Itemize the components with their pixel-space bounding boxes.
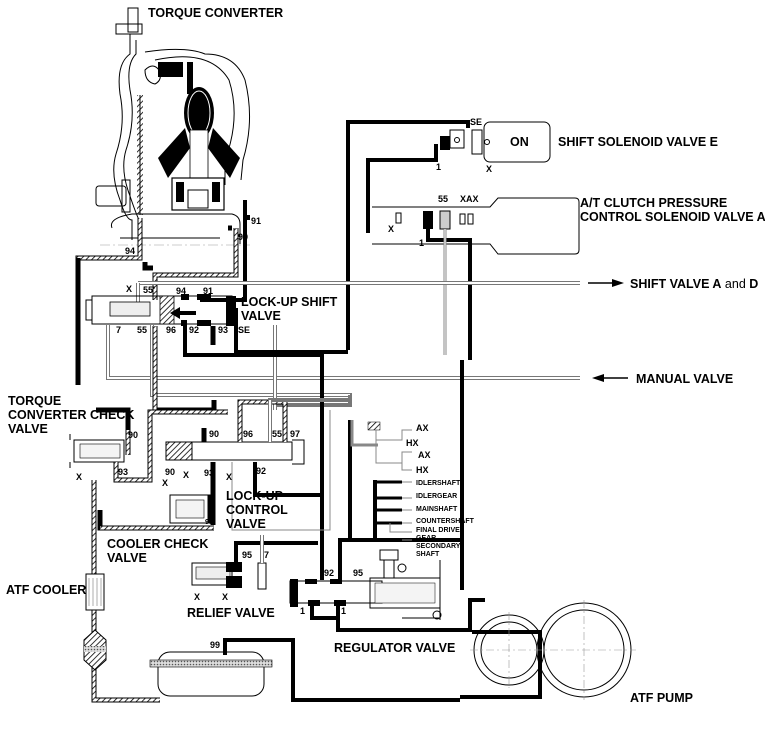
port-1-sol2: 1: [419, 238, 424, 248]
cooler-check-valve-label-2: VALVE: [107, 551, 147, 565]
line-91-lus: [200, 222, 247, 302]
port-1-sol: 1: [436, 162, 441, 172]
line-94: [75, 218, 153, 385]
lockup-shift-valve: [85, 294, 348, 560]
port-x-luc2: X: [226, 472, 232, 482]
clutch-solenoid-label-1: A/T CLUTCH PRESSURE: [580, 196, 727, 210]
lube-gear: GEAR: [416, 535, 436, 542]
regulator-valve: [289, 538, 485, 632]
port-90-tcc: 90: [128, 430, 138, 440]
port-55-luc: 55: [272, 429, 282, 439]
tc-check-valve-label-3: VALVE: [8, 422, 48, 436]
lube-idlergear: IDLERGEAR: [416, 493, 457, 500]
port-ax-1: AX: [416, 423, 429, 433]
port-1-reg2: 1: [341, 606, 346, 616]
relief-valve: [191, 535, 318, 590]
torque-converter: [95, 7, 250, 246]
port-ax-2: AX: [418, 450, 431, 460]
atf-cooler: [85, 573, 105, 611]
port-95-rv: 95: [242, 550, 252, 560]
port-96: 96: [166, 325, 176, 335]
port-7: 7: [116, 325, 121, 335]
port-x-ccv: X: [162, 478, 168, 488]
port-93-tcc: 93: [118, 467, 128, 477]
port-se-sol: SE: [470, 117, 482, 127]
lockup-shift-valve-label-1: LOCK-UP SHIFT: [241, 295, 338, 309]
solenoid-state-on: ON: [510, 135, 529, 149]
shift-solenoid-e-label: SHIFT SOLENOID VALVE E: [558, 135, 718, 149]
port-55-sol: 55: [438, 194, 448, 204]
clutch-solenoid-label-2: CONTROL SOLENOID VALVE A: [580, 210, 765, 224]
atf-filter: [83, 629, 107, 671]
clutch-pressure-solenoid-a: [372, 197, 580, 360]
lube-shaft: SHAFT: [416, 551, 440, 558]
port-90-tc: 90: [238, 232, 248, 242]
cooler-check-valve-label-1: COOLER CHECK: [107, 537, 208, 551]
port-55: 55: [137, 325, 147, 335]
port-90-luc2: 90: [165, 467, 175, 477]
torque-converter-label: TORQUE CONVERTER: [148, 6, 283, 20]
shift-valve-a-and-d-label: SHIFT VALVE A and D: [630, 277, 758, 291]
port-hx-2: HX: [416, 465, 429, 475]
lube-countershaft: COUNTERSHAFT: [416, 518, 475, 525]
port-xax-sol: XAX: [460, 194, 479, 204]
port-se: SE: [238, 325, 250, 335]
lockup-control-valve-label-3: VALVE: [226, 517, 266, 531]
port-x-luc: X: [183, 470, 189, 480]
port-96-luc: 96: [243, 429, 253, 439]
port-90-luc: 90: [209, 429, 219, 439]
port-1-reg1: 1: [300, 606, 305, 616]
atf-pump-label: ATF PUMP: [630, 691, 693, 705]
port-97-luc: 97: [290, 429, 300, 439]
port-93-luc: 93: [204, 468, 214, 478]
port-92-reg: 92: [324, 568, 334, 578]
port-95-reg: 95: [353, 568, 363, 578]
tc-check-valve-label-1: TORQUE: [8, 394, 61, 408]
port-hx-1: HX: [406, 438, 419, 448]
port-92: 92: [189, 325, 199, 335]
lockup-shift-valve-label-2: VALVE: [241, 309, 281, 323]
port-91: 91: [203, 286, 213, 296]
port-x-rv1: X: [194, 592, 200, 602]
lockup-control-valve-label-1: LOCK-UP: [226, 489, 283, 503]
manual-valve-label: MANUAL VALVE: [636, 372, 733, 386]
lockup-control-valve-label-2: CONTROL: [226, 503, 288, 517]
lubrication-circuit: [348, 360, 464, 590]
line-7-manual-valve: [106, 325, 580, 410]
port-x-lus: X: [126, 284, 132, 294]
port-7-rv: 7: [264, 550, 269, 560]
port-94: 94: [176, 286, 186, 296]
arrow-from-manual-valve: [592, 374, 628, 382]
port-92-luc: 92: [256, 466, 266, 476]
atf-cooler-label: ATF COOLER: [6, 583, 86, 597]
line-90: [152, 225, 239, 300]
lube-secondary: SECONDARY: [416, 543, 461, 550]
regulator-valve-label: REGULATOR VALVE: [334, 641, 455, 655]
port-93-ccv: 93: [205, 519, 213, 526]
tc-check-valve-label-2: CONVERTER CHECK: [8, 408, 134, 422]
arrow-to-shift-valve: [588, 279, 624, 287]
port-x-sol: X: [486, 164, 492, 174]
atf-pump: [460, 600, 636, 700]
lube-idlershaft: IDLERSHAFT: [416, 480, 461, 487]
port-94-tc: 94: [125, 246, 135, 256]
port-93: 93: [218, 325, 228, 335]
port-x-sol2: X: [388, 224, 394, 234]
relief-valve-label: RELIEF VALVE: [187, 606, 275, 620]
port-x-tcc: X: [76, 472, 82, 482]
port-x-rv2: X: [222, 592, 228, 602]
torque-converter-check-valve: [69, 407, 228, 703]
lube-mainshaft: MAINSHAFT: [416, 506, 458, 513]
lockup-control-valve: [97, 398, 350, 531]
port-91-tc: 91: [251, 216, 261, 226]
shift-solenoid-valve-e: [346, 120, 551, 350]
port-99: 99: [210, 640, 220, 650]
lube-final-drive: FINAL DRIVE: [416, 527, 460, 534]
port-55p: 55': [143, 285, 155, 295]
atf-reservoir: [149, 638, 460, 702]
